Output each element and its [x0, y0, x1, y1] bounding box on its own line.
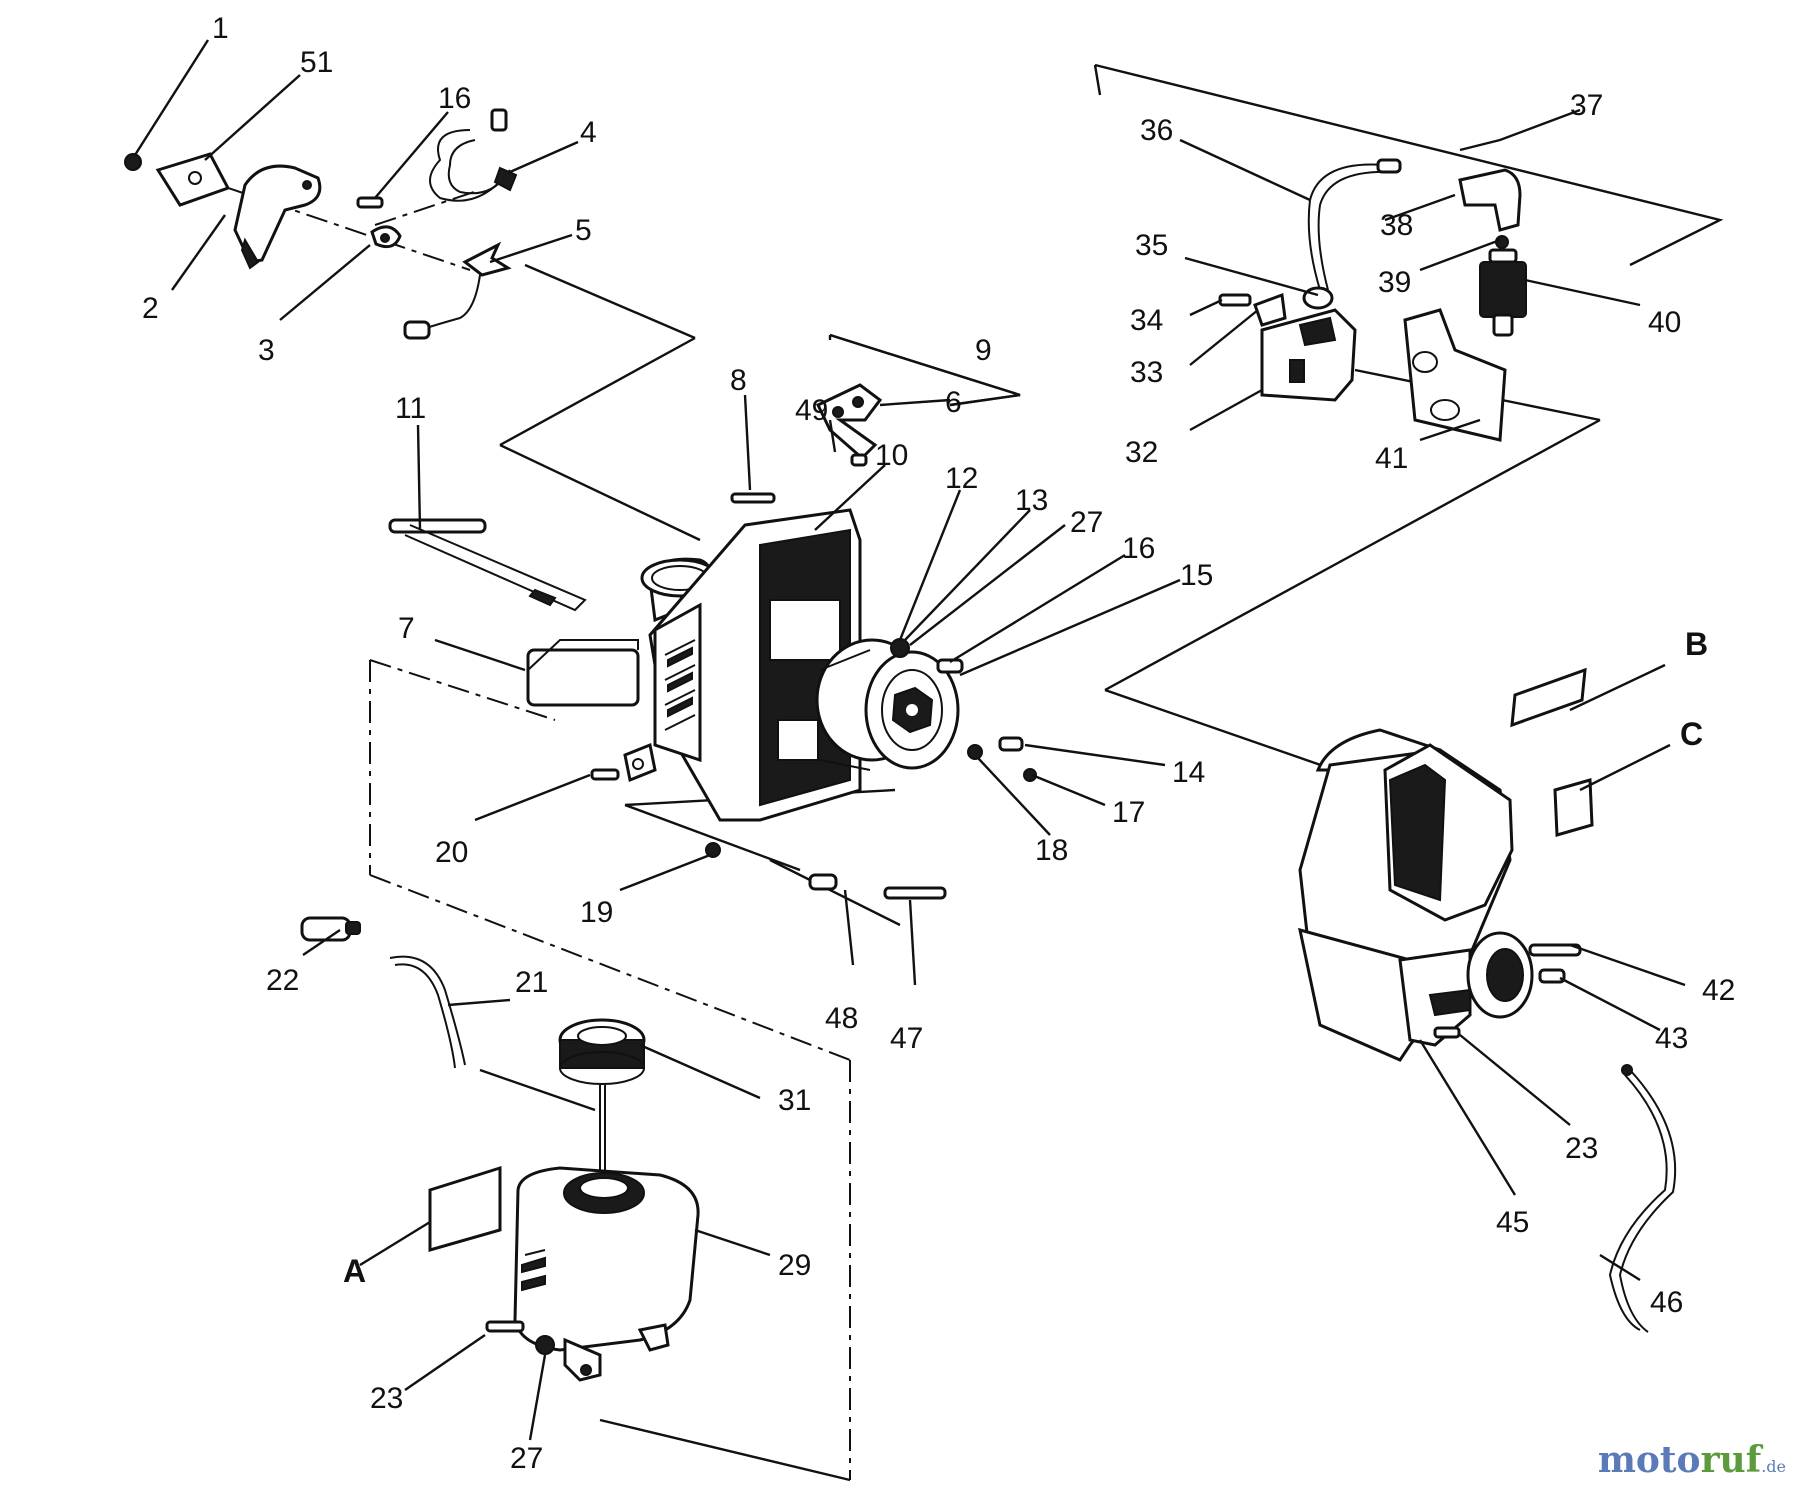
- callout-23b: 23: [1565, 1132, 1598, 1165]
- callout-27b: 27: [510, 1442, 543, 1475]
- callout-51: 51: [300, 46, 333, 79]
- callout-7: 7: [398, 612, 415, 645]
- callout-31: 31: [778, 1084, 811, 1117]
- callout-6: 6: [945, 386, 962, 419]
- callout-9: 9: [975, 334, 992, 367]
- watermark-part1: moto: [1597, 1439, 1701, 1481]
- callout-16b: 16: [1122, 532, 1155, 565]
- callout-43: 43: [1655, 1022, 1688, 1055]
- engine-cover-group: [1298, 667, 1677, 1333]
- callout-14: 14: [1172, 756, 1205, 789]
- callout-3: 3: [258, 334, 275, 367]
- callout-A: A: [343, 1253, 366, 1289]
- callout-labels: 1 51 16 4 5 2 3 9 6 8 49 10 11 12 13 27 …: [142, 12, 1735, 1475]
- callout-20: 20: [435, 836, 468, 869]
- callout-13: 13: [1015, 484, 1048, 517]
- callout-29: 29: [778, 1249, 811, 1282]
- callout-23: 23: [370, 1382, 403, 1415]
- callout-34: 34: [1130, 304, 1163, 337]
- callout-19: 19: [580, 896, 613, 929]
- callout-42: 42: [1702, 974, 1735, 1007]
- callout-38: 38: [1380, 209, 1413, 242]
- watermark-suffix: .de: [1761, 1457, 1786, 1476]
- callout-22: 22: [266, 964, 299, 997]
- callout-21: 21: [515, 966, 548, 999]
- watermark-logo: motoruf.de: [1598, 1439, 1786, 1481]
- callout-10: 10: [875, 439, 908, 472]
- callout-39: 39: [1378, 266, 1411, 299]
- callout-32: 32: [1125, 436, 1158, 469]
- callout-41: 41: [1375, 442, 1408, 475]
- callout-4: 4: [580, 116, 597, 149]
- callout-5: 5: [575, 214, 592, 247]
- callout-35: 35: [1135, 229, 1168, 262]
- callout-8: 8: [730, 364, 747, 397]
- starter-handle: [815, 383, 883, 467]
- leader-lines: [133, 39, 1686, 1441]
- callout-47: 47: [890, 1022, 923, 1055]
- callout-45: 45: [1496, 1206, 1529, 1239]
- callout-16: 16: [438, 82, 471, 115]
- callout-27: 27: [1070, 506, 1103, 539]
- callout-11: 11: [395, 392, 426, 425]
- callout-18: 18: [1035, 834, 1068, 867]
- callout-15: 15: [1180, 559, 1213, 592]
- callout-48: 48: [825, 1002, 858, 1035]
- callout-36: 36: [1140, 114, 1173, 147]
- callout-33: 33: [1130, 356, 1163, 389]
- callout-37: 37: [1570, 89, 1603, 122]
- fuel-tank-group: [300, 916, 700, 1382]
- ignition-group: [1218, 158, 1527, 442]
- engine-block: [526, 508, 960, 822]
- callout-40: 40: [1648, 306, 1681, 339]
- callout-17: 17: [1112, 796, 1145, 829]
- callout-12: 12: [945, 462, 978, 495]
- bolts-and-fasteners: [388, 492, 1037, 900]
- callout-C: C: [1680, 716, 1703, 752]
- callout-46: 46: [1650, 1286, 1683, 1319]
- callout-49: 49: [795, 394, 828, 427]
- watermark-part2: ruf: [1700, 1439, 1762, 1481]
- callout-B: B: [1685, 626, 1708, 662]
- callout-2: 2: [142, 292, 159, 325]
- throttle-trigger-group: [124, 108, 518, 340]
- assembly-guide-lines: [189, 63, 1724, 1482]
- callout-1: 1: [212, 12, 229, 45]
